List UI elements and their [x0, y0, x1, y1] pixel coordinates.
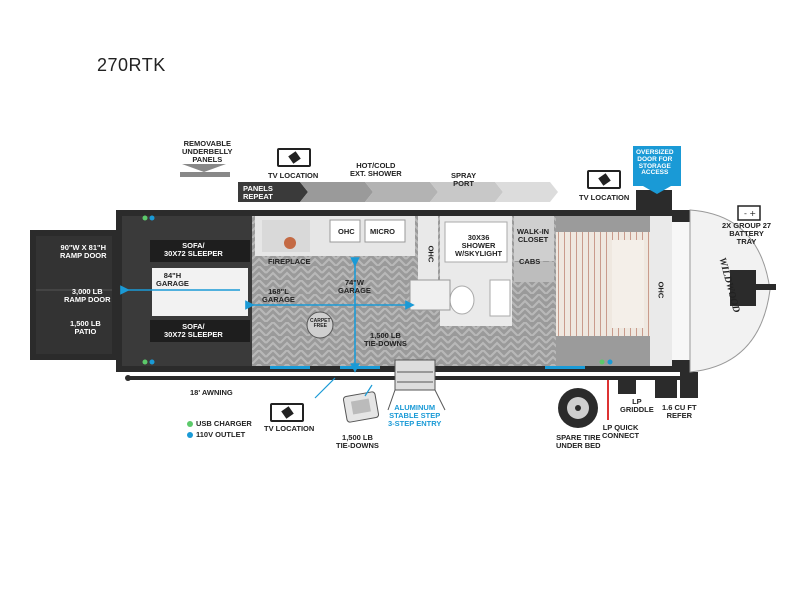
- ohc-bed-label: OHC: [656, 281, 666, 299]
- tv-location-front-label: TV LOCATION: [579, 193, 630, 202]
- storage-door: [636, 190, 672, 212]
- battery-icon: - +: [737, 205, 761, 221]
- sofa-bottom-label: SOFA/30x72 SLEEPER: [164, 322, 223, 339]
- underbelly-panels-strip: [238, 182, 558, 202]
- usb-charger-dot: [187, 421, 193, 427]
- entry-steps: [387, 359, 446, 411]
- tv-icon-front: [587, 170, 621, 189]
- tv-location-top-label: TV LOCATION: [268, 171, 319, 180]
- trailer-body: [116, 210, 740, 372]
- tv-location-bottom-label: TV LOCATION: [264, 424, 315, 433]
- awning-label: 18' AWNING: [190, 388, 233, 397]
- tv-icon-top: [277, 148, 311, 167]
- micro-label: MICRO: [370, 227, 395, 236]
- fireplace-label: FIREPLACE: [268, 257, 311, 266]
- lp-griddle-icon: [618, 378, 636, 394]
- oversized-door-callout: [633, 146, 681, 194]
- ramp-door-patio: [30, 230, 118, 360]
- led-strips: [270, 366, 585, 369]
- ohc-kitchen-label: OHC: [338, 227, 355, 236]
- svg-text:- +: - +: [744, 209, 756, 218]
- usb-charger-label: USB CHARGER: [196, 419, 252, 428]
- front-cap: [689, 209, 776, 373]
- ohc-side-label: OHC: [426, 245, 436, 263]
- tie-down-icon: [342, 391, 380, 423]
- outlet-dot: [187, 432, 193, 438]
- sofa-top-label: SOFA/30x72 SLEEPER: [164, 241, 223, 258]
- cabs-label: CABS: [519, 257, 541, 266]
- shower-label: 30x36SHOWERw/SKYLIGHT: [455, 233, 503, 258]
- model-name: 270RTK: [97, 55, 166, 75]
- removable-panels-icon: [180, 164, 230, 177]
- tv-icon-bottom: [270, 403, 304, 422]
- spare-tire-icon: [558, 388, 598, 428]
- carpet-free-badge: [306, 311, 334, 339]
- outlet-label: 110V OUTLET: [196, 430, 246, 439]
- refer-icon: [655, 376, 677, 398]
